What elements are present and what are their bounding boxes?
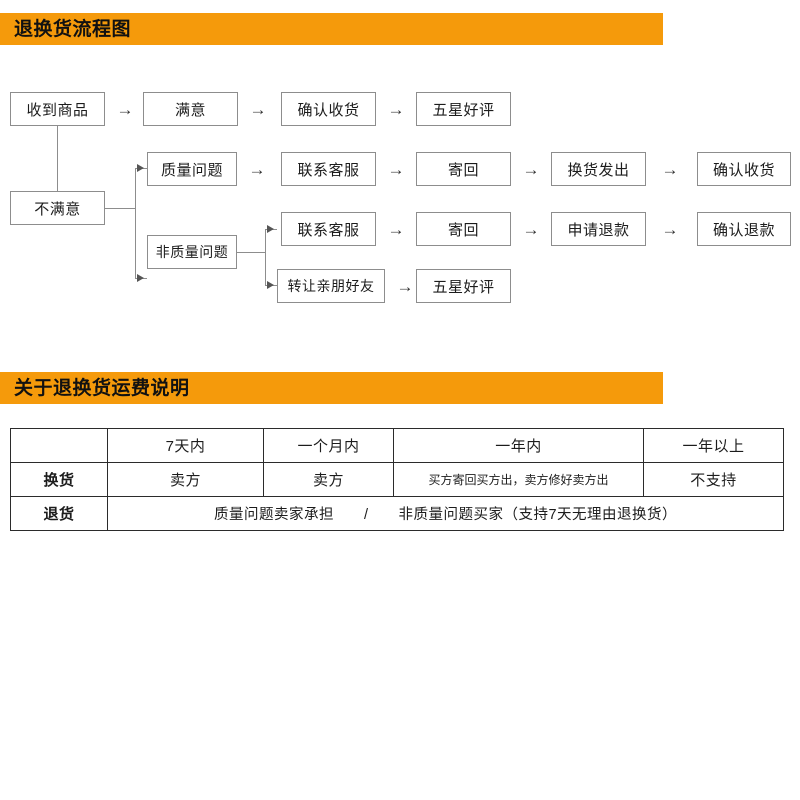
row-label-exchange: 换货	[10, 462, 108, 497]
cell-return-merged: 质量问题卖家承担 / 非质量问题买家（支持7天无理由退换货）	[107, 496, 784, 531]
flow-connector-received-down	[57, 126, 58, 194]
flow-node-exchange-sent: 换货发出	[551, 152, 646, 186]
cell-exchange-1year: 买方寄回买方出，卖方修好卖方出	[393, 462, 644, 497]
table-header-corner	[10, 428, 108, 463]
flow-connector-unsat-stem	[105, 208, 135, 209]
flowchart-section-title: 退换货流程图	[14, 18, 132, 40]
flow-node-confirm-receipt: 确认收货	[281, 92, 376, 126]
shipping-section-title: 关于退换货运费说明	[14, 377, 190, 399]
flow-arrow-r2-3: →	[522, 160, 540, 179]
flow-arrow-r1-1: →	[116, 100, 134, 119]
table-header-over1year: 一年以上	[643, 428, 784, 463]
flow-node-confirm-refund: 确认退款	[697, 212, 791, 246]
shipping-section-banner: 关于退换货运费说明	[0, 372, 663, 404]
flow-arrow-r4-1: →	[396, 277, 414, 296]
flow-node-give-to-friend: 转让亲朋好友	[277, 269, 385, 303]
flow-node-received: 收到商品	[10, 92, 105, 126]
flow-node-apply-refund: 申请退款	[551, 212, 646, 246]
flow-node-contact-cs-2: 联系客服	[281, 212, 376, 246]
flow-arrowhead-nonq-up	[267, 225, 274, 233]
cell-exchange-1month: 卖方	[263, 462, 394, 497]
cell-exchange-7days: 卖方	[107, 462, 264, 497]
returns-flowchart: 收到商品 → 满意 → 确认收货 → 五星好评 不满意 质量问题 → 联系客服 …	[0, 60, 800, 320]
flow-arrow-r2-4: →	[661, 160, 679, 179]
flow-connector-unsat-bus	[135, 168, 136, 278]
flow-arrow-r3-1: →	[387, 220, 405, 239]
flow-arrow-r3-2: →	[522, 220, 540, 239]
flow-node-quality-issue: 质量问题	[147, 152, 237, 186]
flow-node-five-star-2: 五星好评	[416, 269, 511, 303]
flow-connector-nonq-bus	[265, 229, 266, 285]
shipping-fee-table: 7天内 一个月内 一年内 一年以上 换货 卖方 卖方 买方寄回买方出，卖方修好卖…	[10, 428, 784, 531]
flow-node-unsatisfied: 不满意	[10, 191, 105, 225]
flow-arrow-r3-3: →	[661, 220, 679, 239]
flow-arrowhead-unsat-down	[137, 274, 144, 282]
flow-node-send-back-2: 寄回	[416, 212, 511, 246]
flow-node-non-quality-issue: 非质量问题	[147, 235, 237, 269]
flow-arrowhead-unsat-up	[137, 164, 144, 172]
flow-node-five-star-1: 五星好评	[416, 92, 511, 126]
flowchart-section-banner: 退换货流程图	[0, 13, 663, 45]
flow-arrowhead-nonq-down	[267, 281, 274, 289]
table-row-return: 退货 质量问题卖家承担 / 非质量问题买家（支持7天无理由退换货）	[10, 496, 784, 531]
table-header-1month: 一个月内	[263, 428, 394, 463]
flow-connector-nonq-stem	[237, 252, 265, 253]
flow-node-satisfied: 满意	[143, 92, 238, 126]
table-row-exchange: 换货 卖方 卖方 买方寄回买方出，卖方修好卖方出 不支持	[10, 462, 784, 497]
table-header-row: 7天内 一个月内 一年内 一年以上	[10, 428, 784, 463]
flow-arrow-r1-2: →	[249, 100, 267, 119]
flow-arrow-r2-2: →	[387, 160, 405, 179]
flow-arrow-r1-3: →	[387, 100, 405, 119]
row-label-return: 退货	[10, 496, 108, 531]
flow-node-send-back-1: 寄回	[416, 152, 511, 186]
flow-node-confirm-receipt-2: 确认收货	[697, 152, 791, 186]
flow-node-contact-cs-1: 联系客服	[281, 152, 376, 186]
table-header-1year: 一年内	[393, 428, 644, 463]
table-header-7days: 7天内	[107, 428, 264, 463]
cell-exchange-over1year: 不支持	[643, 462, 784, 497]
flow-arrow-r2-1: →	[248, 160, 266, 179]
